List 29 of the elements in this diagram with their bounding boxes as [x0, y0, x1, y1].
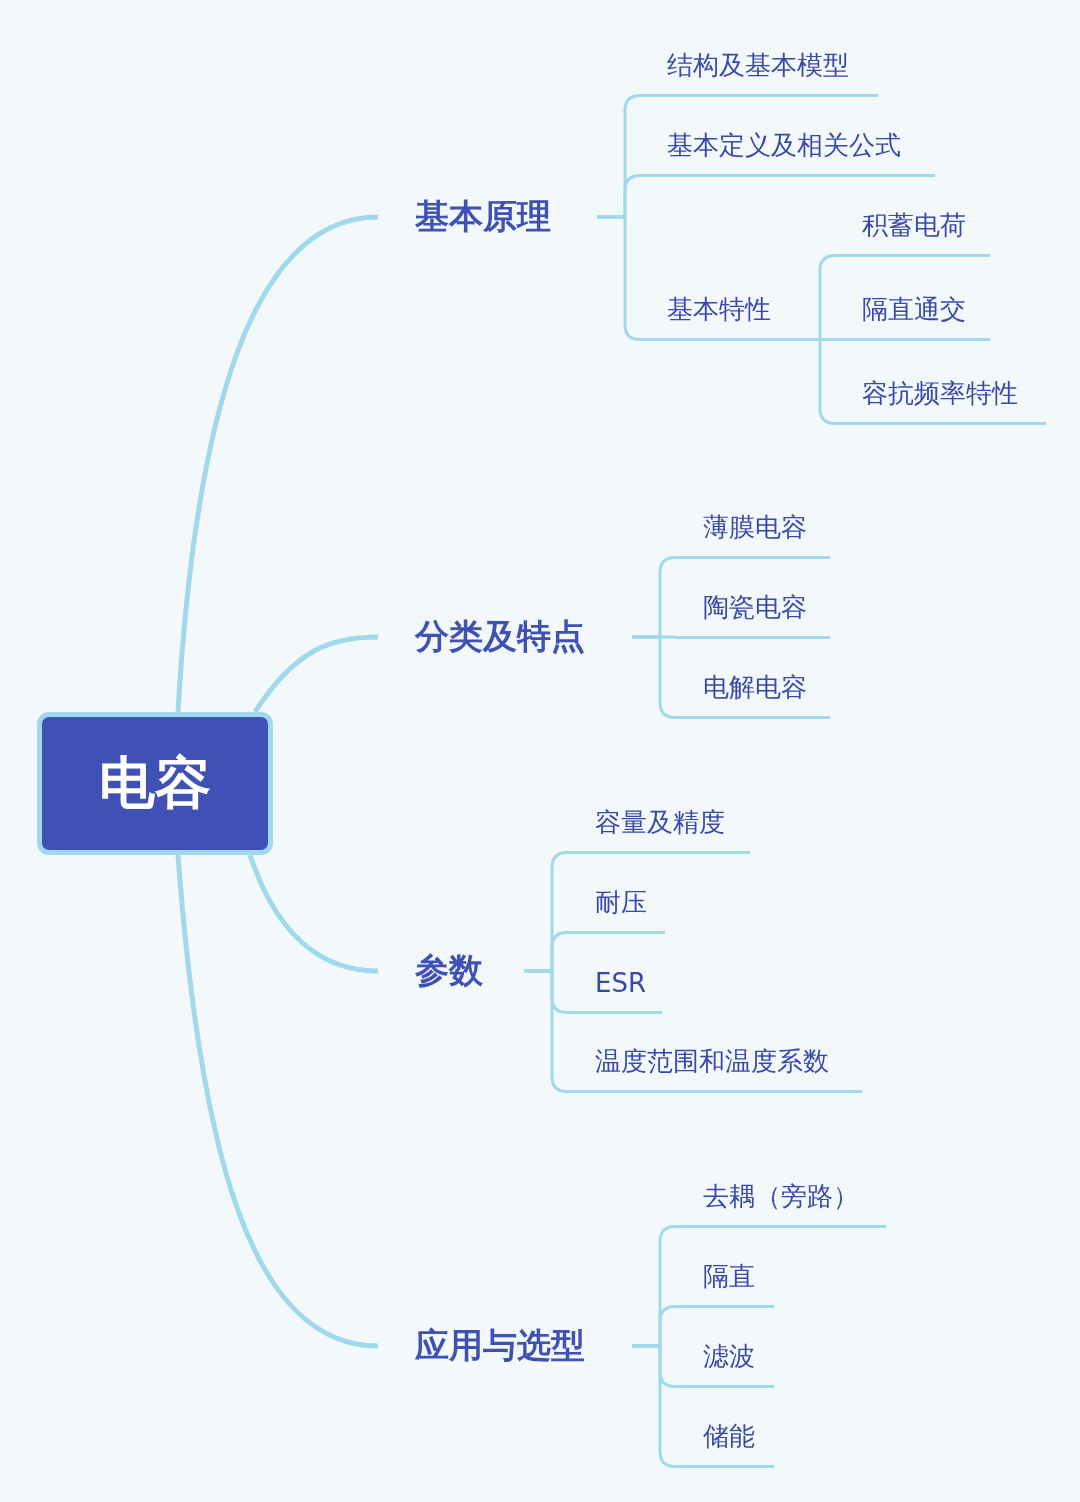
underlined-topic: 积蓄电荷: [835, 197, 990, 257]
underlined-topic: 结构及基本模型: [640, 37, 878, 97]
underlined-topic: ESR: [567, 954, 662, 1014]
branch-heading: 应用与选型: [378, 1320, 632, 1372]
branch-connector: [820, 338, 835, 341]
branch-heading: 参数: [378, 945, 524, 997]
branch-connector: [818, 254, 836, 341]
underlined-topic: 隔直通交: [835, 281, 990, 341]
underlined-topic: 容量及精度: [567, 794, 750, 854]
branch-connector: [175, 214, 379, 713]
branch-connector: [818, 338, 836, 425]
underlined-topic: 温度范围和温度系数: [567, 1033, 862, 1093]
underlined-topic: 滤波: [675, 1328, 774, 1388]
branch-connector: [247, 854, 379, 974]
branch-heading: 基本原理: [378, 191, 597, 243]
underlined-topic: 耐压: [567, 874, 665, 934]
underlined-topic: 薄膜电容: [675, 499, 830, 559]
underlined-topic: 容抗频率特性: [835, 365, 1046, 425]
underlined-topic: 去耦（旁路）: [675, 1168, 886, 1228]
underlined-topic: 基本定义及相关公式: [640, 117, 935, 177]
branch-heading: 分类及特点: [378, 611, 632, 663]
underlined-topic: 基本特性: [640, 281, 820, 341]
underlined-topic: 隔直: [675, 1248, 774, 1308]
central-topic-box: 电容: [37, 712, 273, 855]
branch-connector: [175, 854, 379, 1349]
branch-connector: [252, 634, 379, 714]
underlined-topic: 电解电容: [675, 659, 830, 719]
underlined-topic: 陶瓷电容: [675, 579, 830, 639]
underlined-topic: 储能: [675, 1408, 774, 1468]
